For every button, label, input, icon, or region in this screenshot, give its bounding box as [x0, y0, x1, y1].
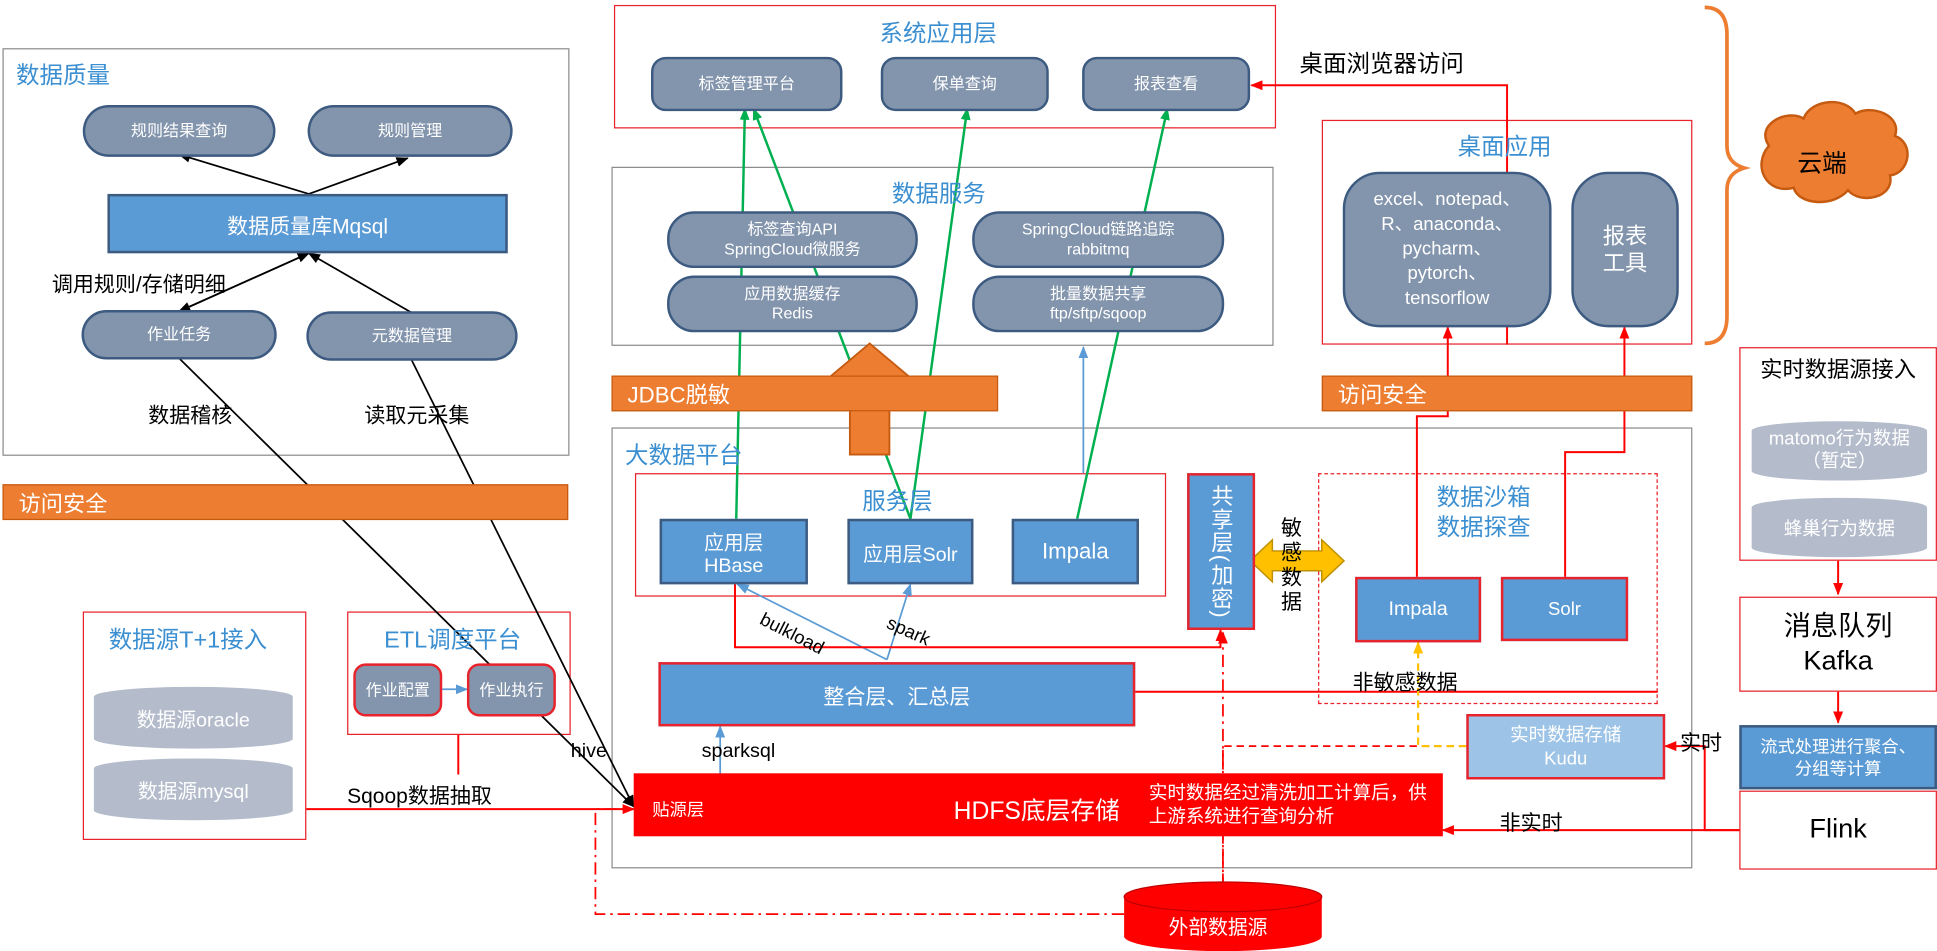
- cloud-label: 云端: [1797, 150, 1847, 178]
- source-oracle: 数据源oracle: [93, 686, 293, 749]
- metadata-manage-button[interactable]: 元数据管理: [306, 311, 518, 361]
- data-service-title: 数据服务: [891, 181, 986, 208]
- shared-layer-label: 共享层(加密): [1208, 484, 1234, 619]
- arrow-job-to-db: [178, 252, 310, 313]
- app-hbase-box[interactable]: 应用层 HBase: [659, 518, 808, 585]
- report-view-button[interactable]: 报表查看: [1082, 56, 1251, 112]
- data-audit-label: 数据稽核: [148, 403, 233, 428]
- job-config-button[interactable]: 作业配置: [353, 663, 443, 717]
- sandbox-solr-box[interactable]: Solr: [1500, 576, 1629, 642]
- job-exec-button[interactable]: 作业执行: [466, 663, 556, 717]
- tag-platform-button[interactable]: 标签管理平台: [651, 56, 843, 112]
- desktop-app-title: 桌面应用: [1457, 134, 1552, 161]
- hive-label: hive: [570, 741, 607, 763]
- rule-manage-button[interactable]: 规则管理: [307, 105, 513, 157]
- realtime-label: 实时: [1680, 731, 1723, 755]
- arrow-meta-to-hdfs: [410, 359, 635, 808]
- hdfs-source-label: 贴源层: [652, 799, 705, 820]
- data-quality-title: 数据质量: [16, 63, 110, 89]
- batch-share-service[interactable]: 批量数据共享 ftp/sftp/sqoop: [972, 275, 1225, 333]
- jdbc-bar: JDBC脱敏: [611, 375, 999, 412]
- rule-query-button[interactable]: 规则结果查询: [82, 105, 276, 157]
- stream-processing-box[interactable]: 流式处理进行聚合、 分组等计算: [1739, 725, 1937, 790]
- arrow-sandbox-impala-to-tools: [1415, 326, 1453, 577]
- data-quality-db[interactable]: 数据质量库Mqsql: [107, 193, 508, 254]
- arrow-solr-to-policy-query: [909, 107, 971, 519]
- access-security-right-bar: 访问安全: [1321, 375, 1693, 412]
- flink-label: Flink: [1809, 812, 1867, 844]
- desktop-browser-label: 桌面浏览器访问: [1299, 51, 1464, 78]
- report-tool[interactable]: 报表 工具: [1571, 171, 1679, 328]
- integration-layer-box[interactable]: 整合层、汇总层: [658, 662, 1136, 727]
- shared-layer-box[interactable]: 共享层(加密): [1187, 473, 1256, 631]
- cloud-shape: [1760, 100, 1909, 204]
- sensitive-double-arrow: [1249, 538, 1346, 584]
- sandbox-impala-box[interactable]: Impala: [1355, 576, 1482, 643]
- arrow-job-to-hdfs: [178, 357, 635, 808]
- source-t1-title: 数据源T+1接入: [108, 627, 268, 654]
- app-layer-title: 系统应用层: [879, 21, 997, 47]
- sensitive-data-label: 敏感数据: [1281, 516, 1303, 614]
- flink-box: [1739, 790, 1937, 870]
- sqoop-label: Sqoop数据抽取: [347, 784, 492, 808]
- arrow-meta-to-db: [307, 252, 412, 314]
- source-mysql: 数据源mysql: [93, 758, 293, 821]
- sandbox-panel: [1318, 473, 1658, 705]
- tag-api-service[interactable]: 标签查询API SpringCloud微服务: [667, 211, 918, 269]
- arrow-sandbox-solr-to-report-tool: [1564, 326, 1630, 577]
- app-cache-service[interactable]: 应用数据缓存 Redis: [667, 275, 918, 333]
- access-security-left-bar: 访问安全: [2, 484, 569, 521]
- fengchao-source: 蜂巢行为数据: [1751, 497, 1928, 558]
- bigdata-title: 大数据平台: [625, 443, 743, 470]
- desktop-tools[interactable]: excel、notepad、 R、anaconda、 pycharm、 pyto…: [1342, 171, 1552, 328]
- app-solr-box[interactable]: 应用层Solr: [847, 518, 974, 585]
- read-meta-label: 读取元采集: [364, 403, 470, 428]
- kafka-label: 消息队列 Kafka: [1783, 610, 1893, 676]
- line-external-to-source: [594, 808, 1125, 915]
- job-task-button[interactable]: 作业任务: [81, 310, 277, 360]
- kudu-box[interactable]: 实时数据存储 Kudu: [1466, 714, 1666, 780]
- arrow-kudu-to-sandbox-impala: [1413, 641, 1467, 748]
- cloud-brace: [1704, 5, 1751, 346]
- kafka-box: [1739, 596, 1937, 692]
- realtime-source-title: 实时数据源接入: [1760, 357, 1916, 382]
- impala-box[interactable]: Impala: [1011, 518, 1139, 585]
- matomo-source: matomo行为数据（暂定）: [1751, 421, 1928, 481]
- hdfs-storage-box[interactable]: [633, 773, 1443, 837]
- arrow-flink-to-kudu: [1663, 741, 1740, 832]
- springcloud-trace-service[interactable]: SpringCloud链路追踪 rabbitmq: [972, 211, 1225, 269]
- hdfs-note: 实时数据经过清洗加工计算后，供 上游系统进行查询分析: [1148, 783, 1427, 828]
- sparksql-label: sparksql: [701, 741, 776, 763]
- external-source-label: 外部数据源: [1168, 917, 1268, 939]
- service-layer-title: 服务层: [862, 489, 933, 516]
- arrow-db-to-rule-query: [177, 152, 310, 195]
- policy-query-button[interactable]: 保单查询: [880, 56, 1049, 112]
- call-rule-label: 调用规则/存储明细: [51, 273, 226, 297]
- non-sensitive-label: 非敏感数据: [1352, 670, 1458, 695]
- etl-title: ETL调度平台: [384, 627, 522, 654]
- arrow-db-to-rule-manage: [308, 157, 409, 195]
- external-source-cylinder: [1123, 881, 1323, 951]
- sandbox-title: 数据沙箱 数据探查: [1436, 485, 1531, 542]
- line-kudu-dashed: [1222, 745, 1467, 890]
- hdfs-title: HDFS底层存储: [953, 798, 1120, 826]
- non-realtime-label: 非实时: [1499, 811, 1563, 836]
